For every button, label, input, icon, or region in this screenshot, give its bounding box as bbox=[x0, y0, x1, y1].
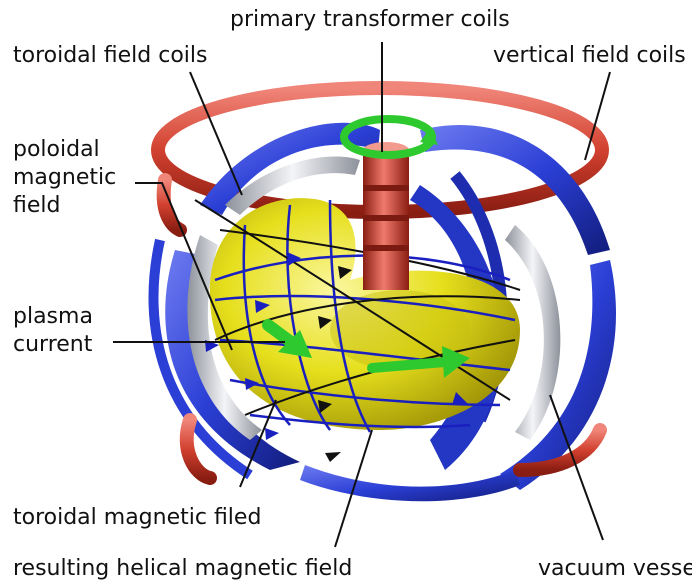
vacuum-vessel-label: vacuum vessel bbox=[538, 555, 692, 583]
toroidal-field-coils-label: toroidal field coils bbox=[13, 42, 207, 70]
poloidal-label-line-1: poloidal bbox=[13, 136, 116, 164]
poloidal-magnetic-field-label: poloidal magnetic field bbox=[13, 136, 116, 220]
primary-transformer-coils-label: primary transformer coils bbox=[230, 6, 510, 34]
resulting-helical-magnetic-field-label: resulting helical magnetic field bbox=[13, 555, 352, 583]
poloidal-label-line-2: magnetic bbox=[13, 164, 116, 192]
poloidal-label-line-3: field bbox=[13, 192, 116, 220]
vertical-field-coils-label: vertical field coils bbox=[493, 42, 686, 70]
toroidal-magnetic-filed-label: toroidal magnetic filed bbox=[13, 504, 261, 532]
plasma-current-line-1: plasma bbox=[13, 303, 93, 331]
central-solenoid bbox=[363, 142, 409, 290]
plasma-current-line-2: current bbox=[13, 331, 93, 359]
plasma-current-label: plasma current bbox=[13, 303, 93, 359]
